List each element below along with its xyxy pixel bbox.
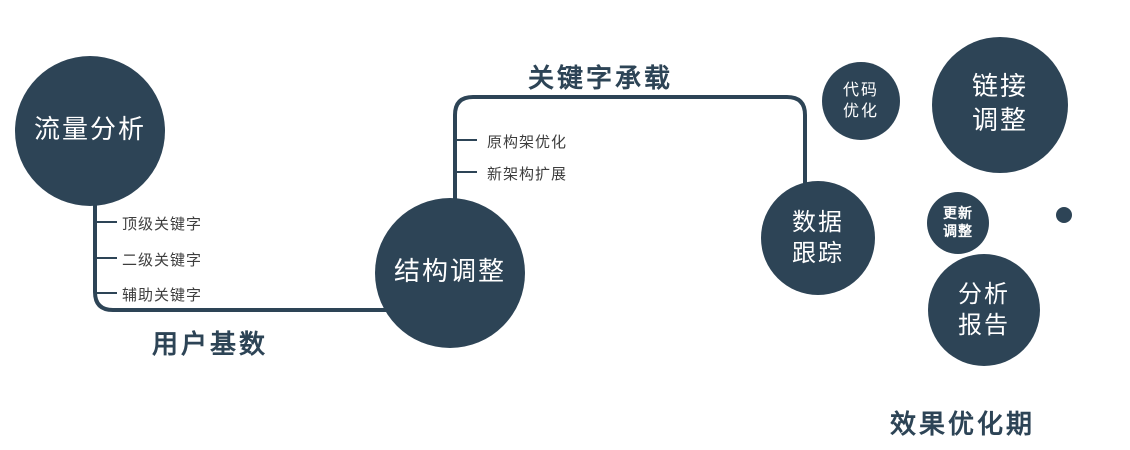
- node-update-adjustment: 更新 调整: [927, 192, 989, 254]
- node-link-adjustment-line1: 链接: [971, 72, 1028, 103]
- node-data-tracking-line1: 数据: [792, 207, 844, 236]
- branch-label-second-keyword: 二级关键字: [122, 251, 203, 269]
- node-link-adjustment: 链接 调整: [932, 37, 1068, 173]
- node-traffic-analysis: 流量分析: [15, 56, 165, 206]
- node-analysis-report-line2: 报告: [958, 311, 1010, 339]
- node-update-adjustment-line1: 更新: [943, 205, 973, 222]
- phase-label-effect-optimization: 效果优化期: [890, 410, 1036, 440]
- bullet-dot: [1056, 207, 1072, 223]
- node-data-tracking: 数据 跟踪: [761, 181, 875, 295]
- node-update-adjustment-line2: 调整: [943, 224, 973, 240]
- edge-label-user-base: 用户基数: [152, 330, 269, 360]
- branch-label-new-architecture: 新架构扩展: [487, 165, 568, 183]
- branch-label-top-keyword: 顶级关键字: [122, 215, 203, 233]
- node-data-tracking-line2: 跟踪: [792, 239, 844, 267]
- branch-label-aux-keyword: 辅助关键字: [122, 286, 203, 304]
- connector-structure-to-tracking: [453, 95, 807, 273]
- node-analysis-report: 分析 报告: [928, 254, 1040, 366]
- node-structure-adjustment: 结构调整: [375, 198, 525, 348]
- node-code-optimization-line2: 优化: [842, 101, 879, 120]
- node-analysis-report-line1: 分析: [958, 279, 1010, 308]
- node-link-adjustment-line2: 调整: [971, 106, 1028, 136]
- node-structure-adjustment-label: 结构调整: [393, 257, 506, 288]
- node-traffic-analysis-label: 流量分析: [33, 115, 146, 146]
- branch-label-original-architecture: 原构架优化: [487, 133, 568, 151]
- edge-label-keyword-carrying: 关键字承载: [528, 64, 674, 94]
- node-code-optimization: 代码 优化: [822, 62, 900, 140]
- node-code-optimization-line1: 代码: [842, 80, 879, 100]
